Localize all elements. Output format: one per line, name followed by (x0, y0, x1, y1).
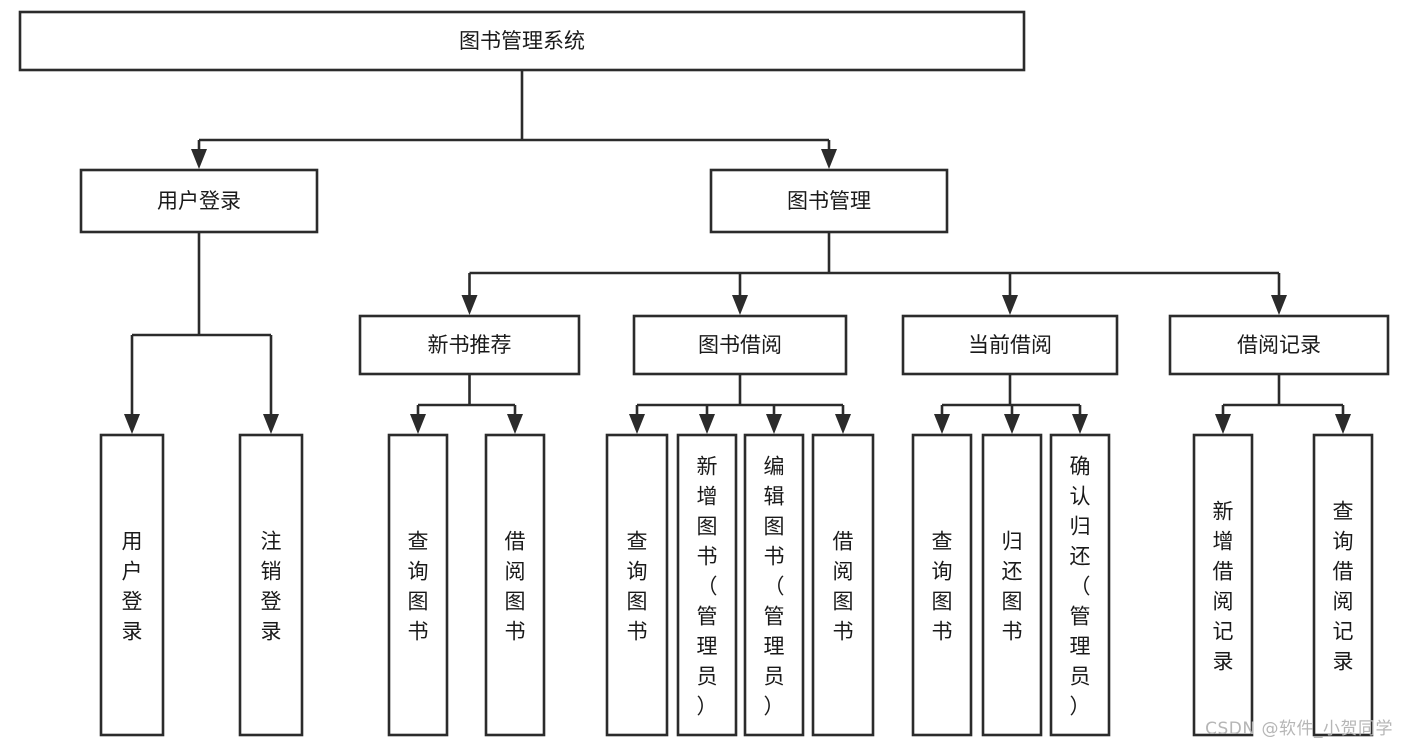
arrow-head-icon (1271, 295, 1287, 315)
node-layer: 图书管理系统用户登录图书管理新书推荐图书借阅当前借阅借阅记录用户登录注销登录查询… (18, 10, 1390, 737)
arrow-head-icon (124, 414, 140, 434)
node-box-leaf-borrow-book-rec[interactable] (484, 433, 546, 737)
node-box-book-borrow[interactable] (632, 314, 848, 376)
arrow-head-icon (699, 414, 715, 434)
node-label-leaf-add-borrow-record: 新增借阅记录 (1213, 499, 1234, 673)
arrow-head-icon (461, 295, 478, 315)
node-leaf-query-borrow-record[interactable]: 查询借阅记录 (1312, 433, 1374, 737)
arrow-head-icon (1335, 414, 1351, 434)
node-label-book-borrow: 图书借阅 (698, 333, 782, 357)
arrow-head-icon (410, 414, 426, 434)
node-box-book-manage[interactable] (709, 168, 949, 234)
arrow-head-icon (1215, 414, 1231, 434)
node-leaf-query-book-cur[interactable]: 查询图书 (911, 433, 973, 737)
node-leaf-query-book-rec[interactable]: 查询图书 (387, 433, 449, 737)
node-box-leaf-logout[interactable] (238, 433, 304, 737)
arrow-head-icon (766, 414, 782, 434)
node-leaf-user-login[interactable]: 用户登录 (99, 433, 165, 737)
node-label-leaf-edit-book-admin: 编辑图书（管理员） (764, 454, 785, 718)
arrow-head-icon (191, 149, 207, 169)
node-box-root[interactable] (18, 10, 1026, 72)
node-leaf-edit-book-admin[interactable]: 编辑图书（管理员） (743, 433, 805, 737)
node-box-leaf-add-borrow-record[interactable] (1192, 433, 1254, 737)
node-book-manage[interactable]: 图书管理 (709, 168, 949, 234)
node-label-user-login: 用户登录 (157, 189, 241, 213)
node-box-leaf-return-book[interactable] (981, 433, 1043, 737)
node-box-leaf-confirm-return-admin[interactable] (1049, 433, 1111, 737)
arrow-head-icon (1002, 295, 1018, 315)
node-box-leaf-user-login[interactable] (99, 433, 165, 737)
node-label-current-borrow: 当前借阅 (968, 333, 1052, 357)
node-box-leaf-query-book-rec[interactable] (387, 433, 449, 737)
node-label-new-book-recommend: 新书推荐 (428, 333, 512, 357)
node-box-leaf-query-book-cur[interactable] (911, 433, 973, 737)
node-label-leaf-borrow-book-rec: 借阅图书 (505, 529, 526, 643)
node-new-book-recommend[interactable]: 新书推荐 (358, 314, 581, 376)
node-label-leaf-query-borrow-record: 查询借阅记录 (1333, 499, 1354, 673)
node-current-borrow[interactable]: 当前借阅 (901, 314, 1119, 376)
arrow-head-icon (1072, 414, 1088, 434)
node-label-leaf-user-login: 用户登录 (122, 529, 143, 643)
arrow-head-icon (1004, 414, 1020, 434)
node-label-leaf-add-book-admin: 新增图书（管理员） (697, 454, 718, 718)
node-leaf-return-book[interactable]: 归还图书 (981, 433, 1043, 737)
node-label-leaf-query-book-borrow: 查询图书 (627, 529, 648, 643)
connector-layer (124, 70, 1351, 434)
node-label-leaf-query-book-cur: 查询图书 (932, 529, 953, 643)
node-leaf-borrow-book[interactable]: 借阅图书 (811, 433, 875, 737)
node-box-borrow-record[interactable] (1168, 314, 1390, 376)
node-label-leaf-query-book-rec: 查询图书 (408, 529, 429, 643)
node-leaf-logout[interactable]: 注销登录 (238, 433, 304, 737)
node-leaf-borrow-book-rec[interactable]: 借阅图书 (484, 433, 546, 737)
node-leaf-add-book-admin[interactable]: 新增图书（管理员） (676, 433, 738, 737)
arrow-head-icon (835, 414, 851, 434)
node-label-leaf-logout: 注销登录 (261, 529, 282, 643)
node-root[interactable]: 图书管理系统 (18, 10, 1026, 72)
node-leaf-query-book-borrow[interactable]: 查询图书 (605, 433, 669, 737)
node-label-leaf-return-book: 归还图书 (1002, 529, 1023, 643)
arrow-head-icon (263, 414, 279, 434)
node-label-leaf-confirm-return-admin: 确认归还（管理员） (1070, 454, 1091, 718)
arrow-head-icon (821, 149, 837, 169)
arrow-head-icon (732, 295, 748, 315)
node-label-leaf-borrow-book: 借阅图书 (833, 529, 854, 643)
node-leaf-confirm-return-admin[interactable]: 确认归还（管理员） (1049, 433, 1111, 737)
node-user-login[interactable]: 用户登录 (79, 168, 319, 234)
node-box-user-login[interactable] (79, 168, 319, 234)
node-box-leaf-query-borrow-record[interactable] (1312, 433, 1374, 737)
node-leaf-add-borrow-record[interactable]: 新增借阅记录 (1192, 433, 1254, 737)
node-box-leaf-borrow-book[interactable] (811, 433, 875, 737)
arrow-head-icon (507, 414, 523, 434)
node-box-new-book-recommend[interactable] (358, 314, 581, 376)
node-borrow-record[interactable]: 借阅记录 (1168, 314, 1390, 376)
node-box-current-borrow[interactable] (901, 314, 1119, 376)
node-box-leaf-query-book-borrow[interactable] (605, 433, 669, 737)
node-label-root: 图书管理系统 (459, 29, 585, 53)
node-book-borrow[interactable]: 图书借阅 (632, 314, 848, 376)
node-box-leaf-add-book-admin[interactable] (676, 433, 738, 737)
node-label-borrow-record: 借阅记录 (1237, 333, 1321, 357)
arrow-head-icon (934, 414, 950, 434)
node-label-book-manage: 图书管理 (787, 189, 871, 213)
arrow-head-icon (629, 414, 645, 434)
node-box-leaf-edit-book-admin[interactable] (743, 433, 805, 737)
